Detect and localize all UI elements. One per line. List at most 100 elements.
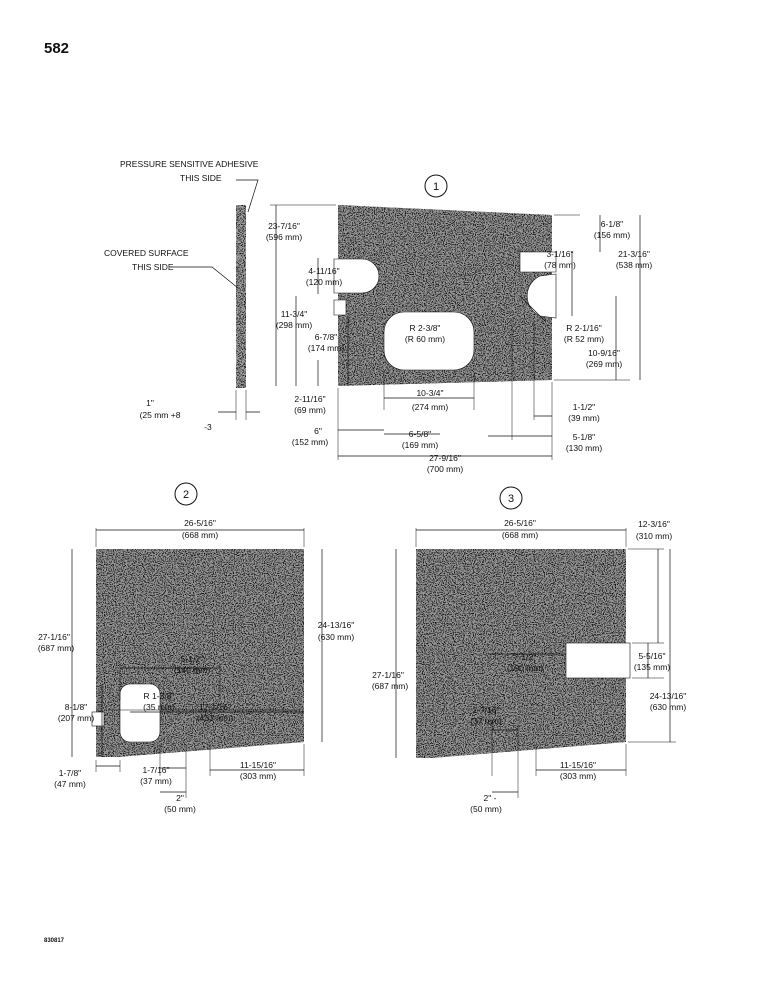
p2-dim-24-13-16: 24-13/16" [318,620,355,630]
panel-3: 3 26-5/16" (668 mm) 12-3/16" (310 mm) 27… [372,486,687,814]
p2-dim-24-13-16-mm: (630 mm) [318,632,355,642]
p3-dim-24-13-16-mm: (630 mm) [650,702,687,712]
dim-5-1-8-mm: (130 mm) [566,443,603,453]
p3-dim-12-3-16: 12-3/16" [638,519,670,529]
p3-dim-26-5-16: 26-5/16" [504,518,536,528]
p2-dim-8-1-8: 8-1/8" [65,702,87,712]
p3-dim-27-1-16-mm: (687 mm) [372,681,409,691]
p2-dim-1-7-8-mm: (47 mm) [54,779,86,789]
panel-1: 1 PRESSURE SENSITIVE ADHESIVE THIS SIDE … [104,159,652,474]
p3-dim-1-7-16: 1-7/16" [472,705,499,715]
p2-dim-26-5-16-mm: (668 mm) [182,530,219,540]
dim-2-11-16: 2-11/16" [294,394,325,404]
p3-dim-7-1-2-mm: (190 mm) [507,663,544,673]
p2-dim-11-15-16: 11-15/16" [240,760,276,770]
p2-dim-17-1-16: 17-1/16" [199,702,231,712]
dim-thickness-tol: -3 [204,422,212,432]
panel-3-callout-circle [499,486,523,510]
dim-11-3-4: 11-3/4" [281,309,308,319]
dim-27-9-16: 27-9/16" [429,453,461,463]
dim-3-1-16: 3-1/16" [546,249,573,259]
p2-dim-2: 2" [176,793,184,803]
p3-dim-2-mm: (50 mm) [470,804,502,814]
dim-r-2-1-16: R 2-1/16" [566,323,602,333]
p2-dim-2-mm: (50 mm) [164,804,196,814]
p3-dim-26-5-16-mm: (668 mm) [502,530,539,540]
page-number: 582 [44,40,70,57]
panel-2-number: 2 [183,489,189,501]
p2-dim-1-7-16: 1-7/16" [142,765,169,775]
dim-27-9-16-mm: (700 mm) [427,464,464,474]
dim-4-11-16: 4-11/16" [308,266,339,276]
p3-dim-27-1-16: 27-1/16" [372,670,404,680]
dim-6-7-8-mm: (174 mm) [308,343,345,353]
dim-4-11-16-mm: (120 mm) [306,277,343,287]
dim-r-2-1-16-mm: (R 52 mm) [564,334,604,344]
p2-dim-1-7-16-mm: (37 mm) [140,776,172,786]
p2-dim-17-1-16-mm: (433 mm) [197,713,234,723]
dim-21-3-16-mm: (538 mm) [616,260,653,270]
panel-1-left-step [333,299,347,316]
dim-11-3-4-mm: (298 mm) [276,320,313,330]
dim-6-1-8: 6-1/8" [601,219,623,229]
dim-10-3-4-mm: (274 mm) [412,402,449,412]
dim-1-1-2-mm: (39 mm) [568,413,600,423]
p2-dim-5-1-2: 5-1/2" [181,654,203,664]
p2-dim-r-1-3-8: R 1-3/8" [144,691,175,701]
note-covered-line1: COVERED SURFACE [104,248,189,258]
panel-2-hole [119,683,161,743]
dim-6: 6" [314,426,322,436]
dim-6-7-8: 6-7/8" [315,332,337,342]
panel-1-right-notch [519,251,557,273]
dim-23-7-16: 23-7/16" [268,221,300,231]
panel-2: 2 26-5/16" (668 mm) 27-1/16" (687 mm) 24… [38,482,355,814]
document-code: 830817 [44,938,65,944]
dim-1-1-2: 1-1/2" [573,402,595,412]
dim-thickness-mm: (25 mm +8 [140,410,181,420]
dim-thickness: 1" [146,398,154,408]
p3-dim-24-13-16: 24-13/16" [650,691,687,701]
panel-3-number: 3 [508,493,514,505]
p2-dim-27-1-16-mm: (687 mm) [38,643,75,653]
dim-10-3-4: 10-3/4" [416,388,443,398]
dim-3-1-16-mm: (78 mm) [544,260,576,270]
dim-r-2-3-8-mm: (R 60 mm) [405,334,445,344]
note-adhesive-line2: THIS SIDE [180,173,222,183]
dim-6-mm: (152 mm) [292,437,329,447]
p3-dim-5-5-16: 5-5/16" [638,651,665,661]
p2-dim-8-1-8-mm: (207 mm) [58,713,95,723]
dim-2-11-16-mm: (69 mm) [294,405,326,415]
p3-dim-11-15-16: 11-15/16" [560,760,596,770]
p2-dim-11-15-16-mm: (303 mm) [240,771,277,781]
dim-6-5-8-mm: (169 mm) [402,440,439,450]
dim-r-2-3-8: R 2-3/8" [410,323,441,333]
dim-21-3-16: 21-3/16" [618,249,650,259]
panel-2-callout-circle [174,482,198,506]
p2-dim-5-1-2-mm: (140 mm) [174,665,211,675]
dim-10-9-16-mm: (269 mm) [586,359,623,369]
panel-2-left-notch [91,711,105,727]
p3-dim-11-15-16-mm: (303 mm) [560,771,597,781]
p3-dim-5-5-16-mm: (135 mm) [634,662,671,672]
panel-1-left-notch [333,258,380,294]
note-covered-line2: THIS SIDE [132,262,174,272]
dim-6-5-8: 6-5/8" [409,429,431,439]
p3-dim-1-7-16-mm: (37 mm) [470,716,502,726]
p3-dim-7-1-2: 7-1/2" [514,652,536,662]
dim-10-9-16: 10-9/16" [588,348,620,358]
panel-1-number: 1 [433,181,439,193]
panel-3-notch [565,642,631,679]
panel-1-center-hole [383,311,475,371]
dim-6-1-8-mm: (156 mm) [594,230,631,240]
p2-dim-26-5-16: 26-5/16" [184,518,216,528]
p3-dim-12-3-16-mm: (310 mm) [636,531,673,541]
p2-dim-27-1-16: 27-1/16" [38,632,70,642]
note-adhesive-line1: PRESSURE SENSITIVE ADHESIVE [120,159,259,169]
p3-dim-2: 2" - [484,793,497,803]
panel-1-callout-circle [424,174,448,198]
p2-dim-1-7-8: 1-7/8" [59,768,81,778]
dim-5-1-8: 5-1/8" [573,432,595,442]
p2-dim-r-1-3-8-mm: (35 mm) [143,702,175,712]
dim-23-7-16-mm: (596 mm) [266,232,303,242]
